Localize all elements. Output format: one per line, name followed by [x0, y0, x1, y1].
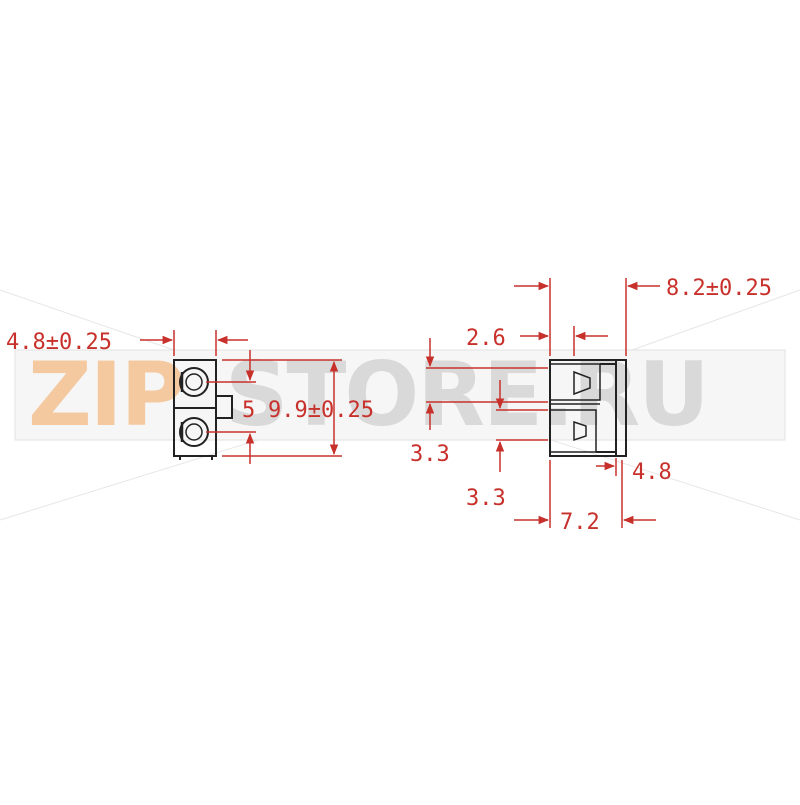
label-side-depth: 8.2±0.25 [666, 276, 772, 301]
label-front-width: 4.8±0.25 [6, 330, 112, 355]
label-pin-offset: 3.3 [410, 442, 450, 467]
watermark-band [14, 349, 786, 441]
watermark: ZIP STORE.RU [14, 343, 786, 446]
side-view [549, 359, 627, 457]
watermark-right-text: STORE.RU [225, 343, 708, 446]
dimension-lines [140, 278, 660, 528]
watermark-left-text: ZIP [28, 343, 183, 446]
label-side-width: 7.2 [560, 510, 600, 535]
label-top-offset: 2.6 [466, 326, 506, 351]
label-bottom-step: 4.8 [632, 460, 672, 485]
label-front-height: 9.9±0.25 [268, 398, 374, 423]
label-pitch: 5 [242, 398, 255, 423]
dimension-labels: 4.8±0.25 5 9.9±0.25 8.2±0.25 2.6 3.3 3.3… [6, 276, 772, 535]
front-view-latch [216, 395, 233, 419]
label-pin-length: 3.3 [466, 486, 506, 511]
side-view-body [549, 359, 627, 457]
